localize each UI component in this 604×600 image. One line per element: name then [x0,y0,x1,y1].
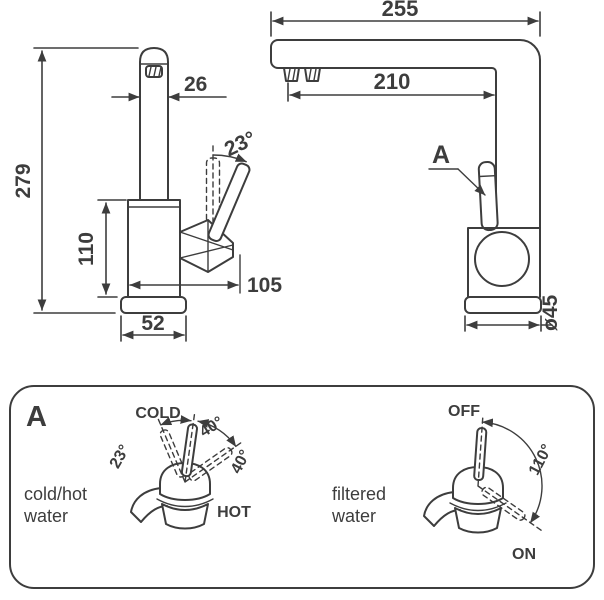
front-base [120,296,187,314]
filter-caption-line1: filtered [332,484,386,504]
filter-head-sketch [423,466,507,534]
side-nozzle-2 [304,67,321,82]
side-nozzle-1 [283,67,300,82]
dim-base-width: 52 [141,312,164,335]
mixer-arc-40 [197,419,237,448]
mixer-caption-line2: water [23,506,68,526]
mixer-up-label: 40° [197,414,227,441]
mixer-hot-label: HOT [217,504,251,521]
filter-on-label: ON [512,546,536,563]
dim-total-height: 279 [12,163,35,198]
detail-ref-label: A [432,141,450,169]
detail-panel: A 23° COLD 40° 40° [9,385,595,589]
filter-detail: OFF 110° ON filtered water [331,403,556,563]
mixer-angle-label: 23° [107,442,134,471]
side-nozzle-1-hatch [287,68,296,81]
front-lever [207,162,251,242]
side-lever [477,161,499,232]
mixer-radials [156,412,243,483]
front-view [120,47,251,314]
mixer-cold-label: COLD [135,405,180,422]
dim-reach: 105 [247,274,282,297]
front-dimensions: 279 26 23° 110 105 52 [12,47,282,342]
filter-off-label: OFF [448,403,480,420]
front-aerator-hatch [148,66,162,77]
filter-angle-label: 110° [526,442,556,478]
front-joint-facets [179,219,234,273]
side-view [270,39,542,314]
side-dimensions: 255 210 A ø45 [270,0,562,332]
mixer-arc-23 [160,415,192,426]
detail-panel-label: A [26,401,47,433]
mixer-head-sketch [130,462,214,530]
front-spout-outline [139,47,169,201]
dim-base-diameter: ø45 [539,294,562,331]
dim-depth: 255 [382,0,419,21]
filter-caption-line2: water [331,506,376,526]
mixer-detail: 23° COLD 40° 40° HOT cold/hot water [23,405,254,530]
detail-ref-leader [457,168,486,196]
front-angle-arc [212,153,247,163]
filter-arc-110 [481,418,543,524]
side-body-outline [467,227,541,298]
detail-panel-frame [9,385,595,589]
side-base [464,296,542,314]
dim-spout-width: 26 [184,73,207,96]
side-spout-outline [270,39,541,298]
mixer-caption-line1: cold/hot [24,484,87,504]
dim-body-height: 110 [75,232,98,266]
front-body-outline [127,199,181,298]
side-joint-circle [474,231,530,287]
dim-spout-reach: 210 [374,69,411,94]
side-nozzle-2-hatch [308,68,317,81]
